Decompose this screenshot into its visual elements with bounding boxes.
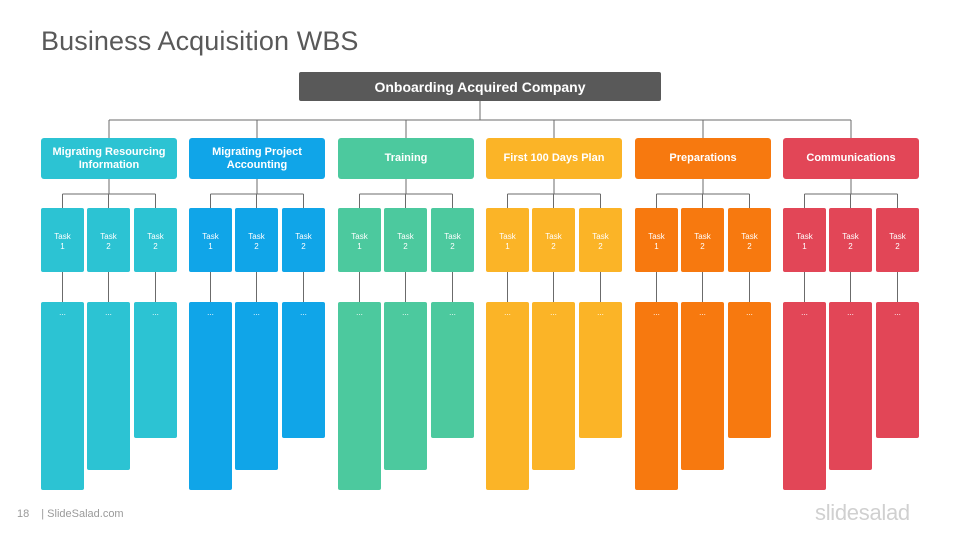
task-label: Task — [796, 232, 813, 241]
task-label: Task — [444, 232, 461, 241]
task-detail-box: ... — [728, 302, 771, 438]
category-node: Preparations — [635, 138, 771, 179]
task-label: 2 — [106, 242, 111, 251]
task-label: 2 — [301, 242, 306, 251]
category-node: Migrating Project Accounting — [189, 138, 325, 179]
task-label: Task — [741, 232, 758, 241]
task-detail-box: ... — [282, 302, 325, 438]
task-detail-box: ... — [876, 302, 919, 438]
task-label: 2 — [254, 242, 259, 251]
task-detail-box: ... — [486, 302, 529, 490]
root-node: Onboarding Acquired Company — [299, 72, 661, 101]
task-label: Task — [842, 232, 859, 241]
task-label: 1 — [505, 242, 510, 251]
footer-site: | SlideSalad.com — [41, 508, 124, 520]
task-label: Task — [295, 232, 312, 241]
task-label: 2 — [551, 242, 556, 251]
task-label: 2 — [403, 242, 408, 251]
brand-logo: slidesalad — [815, 500, 910, 525]
footer: 18 | SlideSalad.com — [17, 508, 124, 520]
task-label: Task — [248, 232, 265, 241]
task-label: Task — [889, 232, 906, 241]
task-label: Task — [648, 232, 665, 241]
slide-title: Business Acquisition WBS — [41, 26, 359, 56]
task-detail-box: ... — [681, 302, 724, 470]
task-label: 1 — [802, 242, 807, 251]
task-label: Task — [202, 232, 219, 241]
task-label: Task — [147, 232, 164, 241]
task-detail-box: ... — [87, 302, 130, 470]
task-detail-box: ... — [41, 302, 84, 490]
page-number: 18 — [17, 508, 30, 520]
task-detail-box: ... — [783, 302, 826, 490]
task-label: Task — [351, 232, 368, 241]
task-label: 2 — [450, 242, 455, 251]
task-label: 2 — [598, 242, 603, 251]
task-label: 1 — [357, 242, 362, 251]
task-label: 2 — [848, 242, 853, 251]
task-label: Task — [100, 232, 117, 241]
task-label: Task — [545, 232, 562, 241]
task-label: 1 — [208, 242, 213, 251]
category-node: First 100 Days Plan — [486, 138, 622, 179]
category-node: Migrating Resourcing Information — [41, 138, 177, 179]
task-detail-box: ... — [134, 302, 177, 438]
task-label: 1 — [60, 242, 65, 251]
task-detail-box: ... — [532, 302, 575, 470]
task-detail-box: ... — [635, 302, 678, 490]
task-detail-box: ... — [338, 302, 381, 490]
task-label: Task — [397, 232, 414, 241]
task-label: Task — [694, 232, 711, 241]
task-detail-box: ... — [829, 302, 872, 470]
task-detail-box: ... — [384, 302, 427, 470]
task-label: 2 — [895, 242, 900, 251]
task-label: 1 — [654, 242, 659, 251]
task-label: 2 — [153, 242, 158, 251]
task-label: 2 — [700, 242, 705, 251]
category-node: Training — [338, 138, 474, 179]
task-detail-box: ... — [235, 302, 278, 470]
task-label: Task — [592, 232, 609, 241]
task-label: Task — [54, 232, 71, 241]
task-label: Task — [499, 232, 516, 241]
task-detail-box: ... — [431, 302, 474, 438]
category-node: Communications — [783, 138, 919, 179]
task-label: 2 — [747, 242, 752, 251]
task-detail-box: ... — [579, 302, 622, 438]
task-detail-box: ... — [189, 302, 232, 490]
